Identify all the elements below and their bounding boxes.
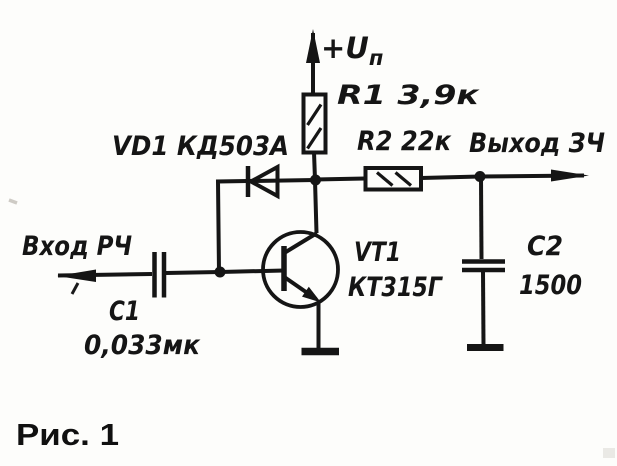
- supply-voltage-label: +Uп: [321, 31, 383, 70]
- c1-ref-label: C1: [109, 296, 140, 327]
- capacitor-c1-symbol: [152, 252, 167, 298]
- c2-value-label: 1500: [519, 270, 582, 301]
- junction-dot: [310, 174, 321, 186]
- input-label: Вход РЧ: [22, 231, 132, 262]
- wire: [219, 268, 285, 274]
- wire: [215, 178, 316, 273]
- resistor-body: [301, 92, 328, 155]
- arrow-head: [57, 269, 96, 282]
- ink-speck: [70, 282, 80, 295]
- ink-speck: [8, 198, 18, 205]
- resistor-hatch: [306, 127, 323, 150]
- vt1-type-label: КТ315Г: [348, 272, 443, 303]
- wire: [420, 174, 481, 180]
- c1-value-label: 0,033мк: [84, 330, 201, 361]
- wire: [312, 151, 319, 234]
- r1-label: R1 3,9к: [337, 80, 480, 111]
- input-arrow-icon: [57, 269, 96, 282]
- output-arrow-icon: [551, 169, 589, 182]
- arrow-head: [306, 29, 320, 63]
- c2-ref-label: C2: [527, 231, 563, 262]
- resistor-r2-symbol: [363, 166, 423, 192]
- figure-caption: Рис. 1: [16, 417, 119, 452]
- vd1-label: VD1 КД503А: [112, 131, 289, 162]
- supply-arrow-icon: [306, 29, 320, 63]
- transistor-circle: [261, 230, 340, 309]
- wire: [165, 270, 221, 275]
- wire: [481, 270, 486, 346]
- wire: [314, 176, 366, 182]
- transistor-vt1-symbol: [261, 230, 340, 309]
- output-label: Выход ЗЧ: [469, 128, 605, 159]
- r2-label: R2 22к: [357, 126, 452, 157]
- diode-triangle: [246, 163, 280, 200]
- resistor-r1-symbol: [301, 92, 328, 155]
- ink-speck: [603, 448, 615, 458]
- vt1-ref-label: VT1: [354, 237, 401, 268]
- resistor-hatch: [394, 171, 413, 187]
- diode-vd1-symbol: [245, 163, 280, 200]
- wire: [479, 176, 484, 260]
- arrow-head: [551, 169, 589, 182]
- junction-dot: [214, 266, 226, 278]
- junction-dot: [474, 171, 486, 182]
- transistor-collector-lead: [283, 231, 319, 255]
- capacitor-c2-symbol: [462, 259, 505, 273]
- resistor-hatch: [306, 103, 323, 126]
- resistor-hatch: [375, 171, 394, 187]
- transistor-emitter-arrow: [302, 286, 321, 303]
- resistor-body: [363, 166, 423, 192]
